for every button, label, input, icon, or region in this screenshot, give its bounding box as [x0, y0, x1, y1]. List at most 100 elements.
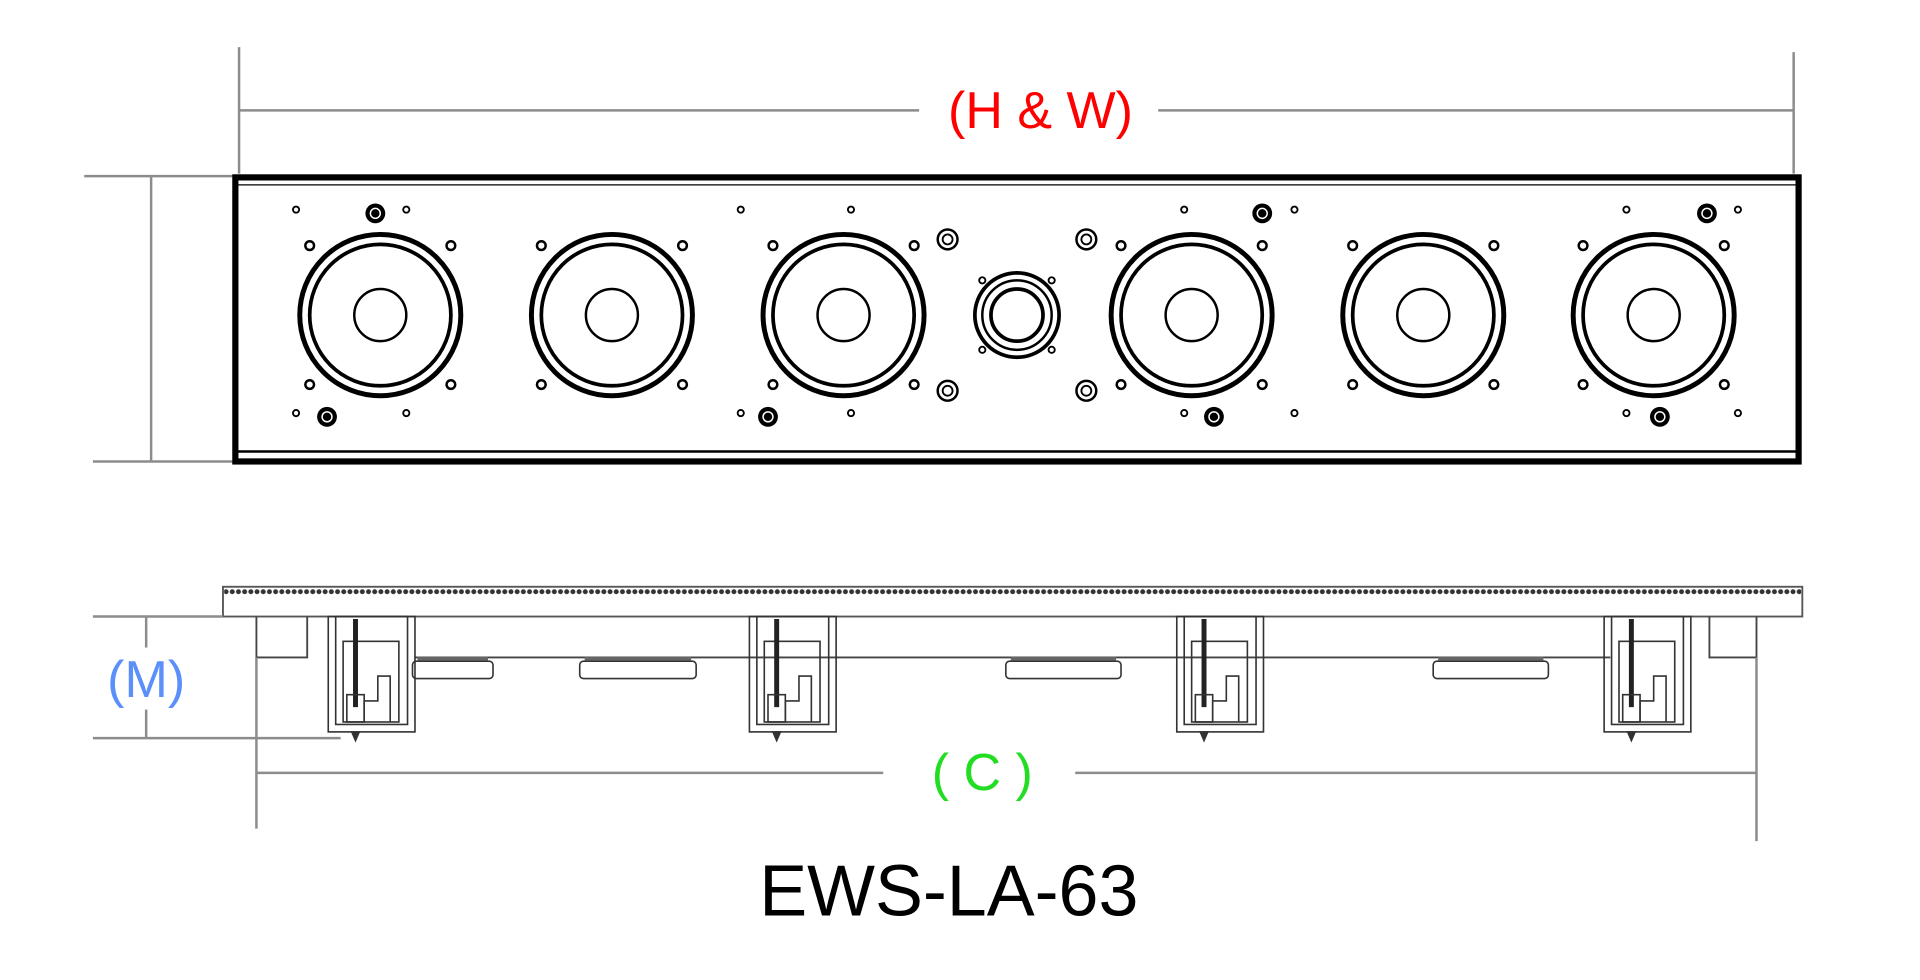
woofer-surround	[297, 231, 464, 399]
woofer-surround	[1570, 231, 1737, 399]
mounting-hole	[908, 378, 920, 391]
woofer-cone	[539, 242, 685, 388]
clamp-arm	[784, 675, 813, 722]
mounting-hole	[1347, 240, 1359, 252]
screw-group	[1180, 406, 1299, 427]
mounting-hole	[1577, 240, 1589, 252]
height-dimension	[84, 174, 236, 463]
tweeter-hole	[1047, 276, 1056, 285]
screw-icon	[1697, 203, 1717, 224]
pilot-hole	[402, 205, 411, 214]
woofer	[1340, 231, 1507, 399]
magnet	[578, 660, 697, 680]
pilot-hole	[1290, 205, 1299, 214]
mounting-depth-dimension	[92, 615, 341, 740]
clamp-block	[1190, 640, 1249, 723]
side-view	[222, 585, 1804, 743]
screw-head	[762, 411, 774, 423]
woofer-dust-cap	[584, 287, 640, 343]
clamp-block	[342, 640, 400, 723]
woofer-surround	[760, 231, 927, 399]
mounting-hole	[676, 240, 689, 252]
tweeter	[973, 271, 1061, 360]
mounting-clamp	[1603, 615, 1692, 743]
mounting-hole	[908, 240, 920, 252]
bolt-center	[1080, 233, 1093, 246]
mounting-hole	[1488, 378, 1500, 391]
clamp-housing	[1175, 615, 1265, 733]
pilot-hole	[1733, 205, 1742, 214]
screw-icon	[1252, 203, 1273, 224]
clamp-tip	[1626, 731, 1637, 743]
screw-group	[1622, 203, 1742, 224]
mounting-hole	[1488, 240, 1500, 252]
mounting-hole	[1347, 378, 1359, 391]
pilot-hole	[1733, 409, 1742, 418]
tweeter-hole	[1047, 345, 1056, 354]
clamp-inner-housing	[1183, 615, 1257, 726]
screw-group	[1180, 203, 1299, 224]
tweeter-flange	[973, 271, 1061, 360]
cutout-dimension	[255, 657, 1758, 842]
clamp-arm	[1211, 675, 1240, 722]
grille-perforation	[224, 588, 1802, 596]
cutout-label: ( C )	[932, 744, 1033, 802]
bolt-icon	[936, 228, 959, 251]
tweeter-ring	[981, 279, 1053, 352]
mounting-hole	[767, 240, 779, 252]
woofer-dust-cap	[816, 287, 871, 343]
woofer	[297, 231, 464, 399]
woofer-cone	[771, 242, 917, 388]
screw-icon	[758, 406, 778, 427]
mounting-hole	[445, 378, 457, 391]
woofer-cone	[1581, 242, 1727, 388]
screw-head	[1208, 411, 1220, 423]
woofer-cone	[307, 242, 453, 388]
pilot-hole	[1180, 409, 1189, 418]
bolt-icon	[1075, 379, 1098, 402]
screw-head	[1654, 411, 1666, 423]
mounting-hole	[304, 378, 316, 391]
clamp-inner-housing	[756, 615, 830, 726]
screw-group	[292, 203, 411, 224]
bolt-center	[941, 384, 954, 397]
woofer-cone	[1119, 242, 1265, 388]
woofer	[528, 231, 695, 399]
bolt-center	[1080, 384, 1093, 397]
clamp-block	[1618, 640, 1676, 723]
mounting-hole	[1718, 240, 1730, 252]
driver-magnet-profile	[411, 656, 494, 680]
woofer	[760, 231, 927, 399]
driver-magnet-profile	[1432, 656, 1550, 680]
bolt-icon	[1075, 228, 1098, 251]
clamp-arm	[1639, 675, 1667, 722]
screw-icon	[317, 406, 337, 427]
enclosure-body	[255, 616, 1758, 659]
mounting-depth-label: (M)	[107, 651, 185, 709]
clamp-block	[763, 640, 821, 723]
screw-icon	[1204, 406, 1224, 427]
pilot-hole	[736, 205, 745, 214]
screw-icon	[1649, 406, 1670, 427]
tweeter-dome	[989, 287, 1045, 343]
screw-group	[292, 406, 411, 427]
woofer	[1570, 231, 1737, 399]
mounting-hole	[1115, 378, 1127, 391]
woofer-surround	[1108, 231, 1275, 399]
screw-head	[369, 207, 382, 220]
screw-icon	[365, 203, 386, 224]
mounting-hole	[445, 240, 457, 252]
pilot-hole	[292, 205, 301, 214]
screw-head	[1701, 207, 1713, 220]
mounting-hole	[1115, 240, 1127, 252]
bolt-icon	[936, 379, 959, 402]
magnet	[1432, 660, 1550, 680]
width-dimension	[237, 47, 1795, 174]
pilot-hole	[1622, 205, 1631, 214]
mounting-hole	[304, 240, 316, 252]
woofer-dust-cap	[1164, 287, 1219, 343]
front-view	[232, 174, 1802, 465]
mounting-hole	[535, 240, 547, 252]
woofer-dust-cap	[1626, 287, 1681, 343]
